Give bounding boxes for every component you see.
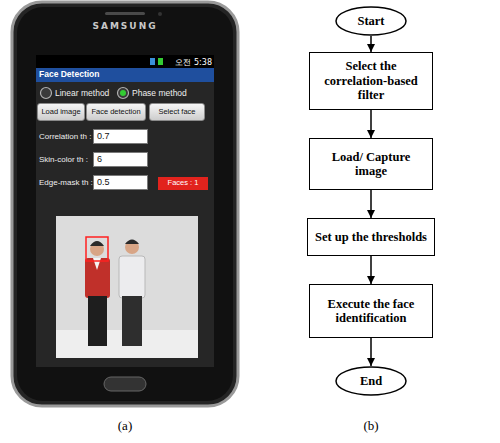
terminal-shape (336, 367, 406, 395)
terminal-ellipse: End (335, 366, 407, 396)
home-button (104, 377, 146, 391)
push-button: Select face (149, 103, 205, 121)
person-head (90, 242, 104, 256)
text-field: 6 (93, 152, 148, 167)
button-text: Load image (41, 108, 80, 116)
count-badge: Faces : 1 (158, 177, 208, 190)
terminal-text: End (360, 374, 382, 388)
person-head (125, 240, 139, 254)
field-label: Skin-color th : (39, 155, 88, 164)
process-box: Load/ Capture image (309, 138, 433, 190)
process-box: Select the correlation-based filter (309, 52, 433, 110)
radio-dot (120, 90, 126, 96)
push-button: Face detection (86, 103, 146, 121)
phone-screen (36, 55, 214, 367)
title-bar: Face Detection (36, 68, 214, 82)
button-text: Select face (158, 108, 195, 116)
panel-label: (a) (118, 418, 132, 434)
push-button: Load image (37, 103, 85, 121)
field-value: 6 (97, 155, 102, 165)
terminal-ellipse: Start (335, 6, 407, 36)
person-legs (122, 296, 142, 346)
title-text: Face Detection (39, 70, 99, 79)
process-box: Execute the face identification (309, 284, 433, 338)
flow-arrow (370, 338, 372, 366)
text-field: 0.7 (93, 129, 148, 144)
process-text: Select the correlation-based filter (315, 59, 427, 102)
radio-label: Linear method (55, 88, 109, 98)
person-shirt (93, 258, 101, 270)
panel-label: (b) (363, 418, 378, 434)
field-value: 0.5 (97, 178, 110, 188)
brand-logo: SAMSUNG (92, 21, 157, 31)
person-hair (90, 241, 104, 246)
process-text: Load/ Capture image (315, 150, 427, 179)
camera-lens (158, 12, 162, 16)
radio-button (118, 88, 129, 99)
terminal-text: Start (357, 14, 384, 28)
text-field: 0.5 (93, 175, 148, 190)
badge-text: Faces : 1 (168, 179, 199, 187)
speaker-slot (105, 12, 145, 15)
process-box: Set up the thresholds (307, 218, 435, 256)
status-icon (158, 58, 163, 65)
radio-label: Phase method (132, 88, 187, 98)
flow-arrow (370, 36, 372, 52)
process-text: Set up the thresholds (315, 230, 427, 244)
phone-body (12, 2, 238, 406)
status-bar (36, 55, 214, 68)
flow-arrow (370, 190, 372, 218)
field-label: Edge-mask th : (39, 178, 93, 187)
radio-button (41, 88, 52, 99)
phone-bezel (17, 7, 233, 401)
field-label: Correlation th : (39, 132, 91, 141)
terminal-shape (336, 7, 406, 35)
person-legs (88, 296, 107, 346)
status-icon (150, 58, 155, 65)
field-value: 0.7 (97, 132, 110, 142)
process-text: Execute the face identification (315, 297, 427, 326)
flow-arrow (370, 110, 372, 138)
person-sweater (119, 256, 145, 298)
person-hair (125, 240, 139, 245)
status-time: 오전 5:38 (175, 57, 212, 68)
photo-wall (56, 216, 198, 358)
face-box (86, 237, 108, 261)
flow-arrow (370, 256, 372, 284)
button-text: Face detection (91, 108, 140, 116)
person-jacket (85, 258, 110, 298)
